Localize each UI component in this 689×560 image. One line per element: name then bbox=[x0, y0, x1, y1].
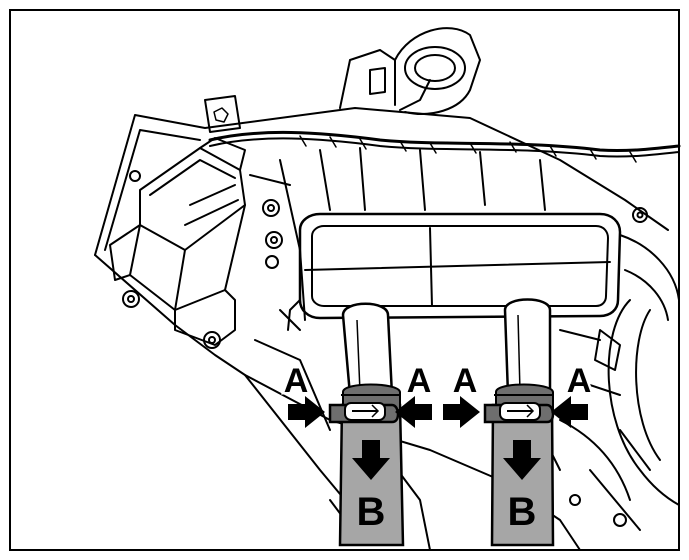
hose-clamp-left bbox=[328, 394, 400, 424]
arrow-down-icon bbox=[352, 440, 390, 480]
arrow-left-icon bbox=[551, 396, 588, 428]
arrow-left-icon bbox=[395, 396, 432, 428]
arrow-right-icon bbox=[288, 396, 325, 428]
hose-clamp-right bbox=[483, 394, 555, 424]
label-b-right: B bbox=[508, 490, 537, 534]
label-b-left: B bbox=[357, 490, 386, 534]
label-a-left-1: A bbox=[284, 362, 309, 400]
label-a-right-1: A bbox=[453, 362, 478, 400]
hvac-housing bbox=[94, 27, 681, 551]
label-a-left-2: A bbox=[407, 362, 432, 400]
arrow-right-icon bbox=[443, 396, 480, 428]
arrow-down-icon bbox=[503, 440, 541, 480]
label-a-right-2: A bbox=[567, 362, 592, 400]
